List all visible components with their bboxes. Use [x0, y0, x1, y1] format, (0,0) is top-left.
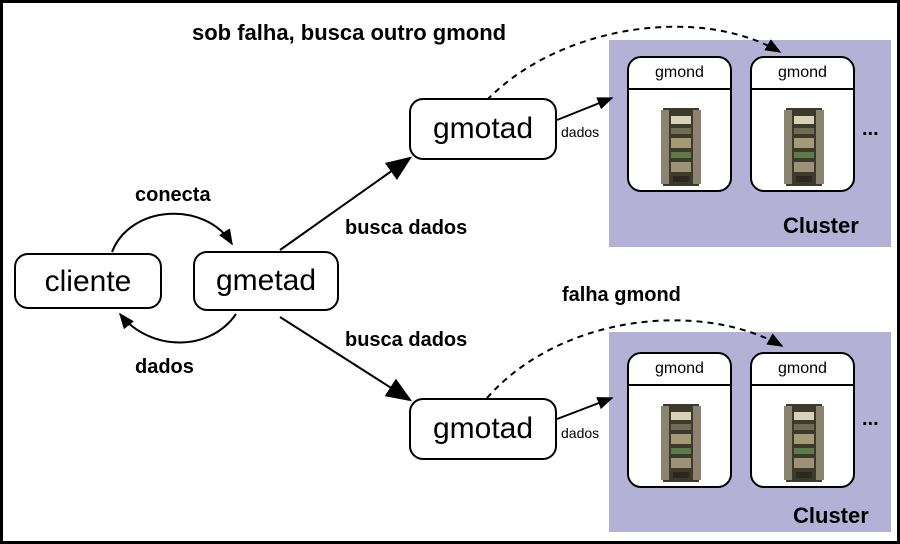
edge-failover-bottom — [486, 319, 784, 399]
server-icon — [661, 404, 701, 482]
cluster-label: Cluster — [783, 213, 859, 238]
gmond-label: gmond — [629, 58, 730, 90]
label-conecta: conecta — [135, 184, 211, 206]
edge-data-bottom — [556, 397, 614, 420]
cluster-more: ... — [862, 118, 879, 140]
node-gmotad-top: gmotad — [409, 98, 557, 160]
server-icon — [784, 108, 824, 186]
node-cliente-label: cliente — [44, 265, 132, 298]
node-gmotad-top-label: gmotad — [432, 112, 534, 145]
server-icon — [661, 108, 701, 186]
node-cliente: cliente — [14, 253, 162, 309]
edge-fetch-bottom — [279, 316, 413, 402]
edge-data-top — [556, 97, 614, 121]
gmond-label: gmond — [752, 58, 853, 90]
cluster-more: ... — [862, 408, 879, 430]
node-gmetad-label: gmetad — [215, 264, 317, 297]
edge-data-back — [119, 312, 237, 344]
node-gmetad: gmetad — [193, 251, 339, 311]
edge-connect — [111, 212, 233, 253]
gmond-card: gmond — [750, 352, 855, 488]
label-busca-dados-top: busca dados — [345, 217, 468, 239]
gmond-label: gmond — [752, 354, 853, 386]
gmond-card: gmond — [750, 56, 855, 192]
gmond-label: gmond — [629, 354, 730, 386]
label-falha-gmond: falha gmond — [562, 284, 681, 306]
label-busca-dados-bottom: busca dados — [345, 329, 468, 351]
label-sob-falha: sob falha, busca outro gmond — [192, 20, 507, 45]
cluster-label: Cluster — [793, 503, 869, 528]
label-dados-back: dados — [135, 356, 194, 378]
label-dados-bottom: dados — [561, 425, 600, 441]
label-dados-top: dados — [561, 124, 600, 140]
node-gmotad-bottom: gmotad — [409, 398, 557, 460]
gmond-card: gmond — [627, 352, 732, 488]
node-gmotad-bottom-label: gmotad — [432, 412, 534, 445]
server-icon — [784, 404, 824, 482]
gmond-card: gmond — [627, 56, 732, 192]
edge-failover-top — [486, 25, 782, 101]
edge-fetch-top — [279, 156, 413, 251]
